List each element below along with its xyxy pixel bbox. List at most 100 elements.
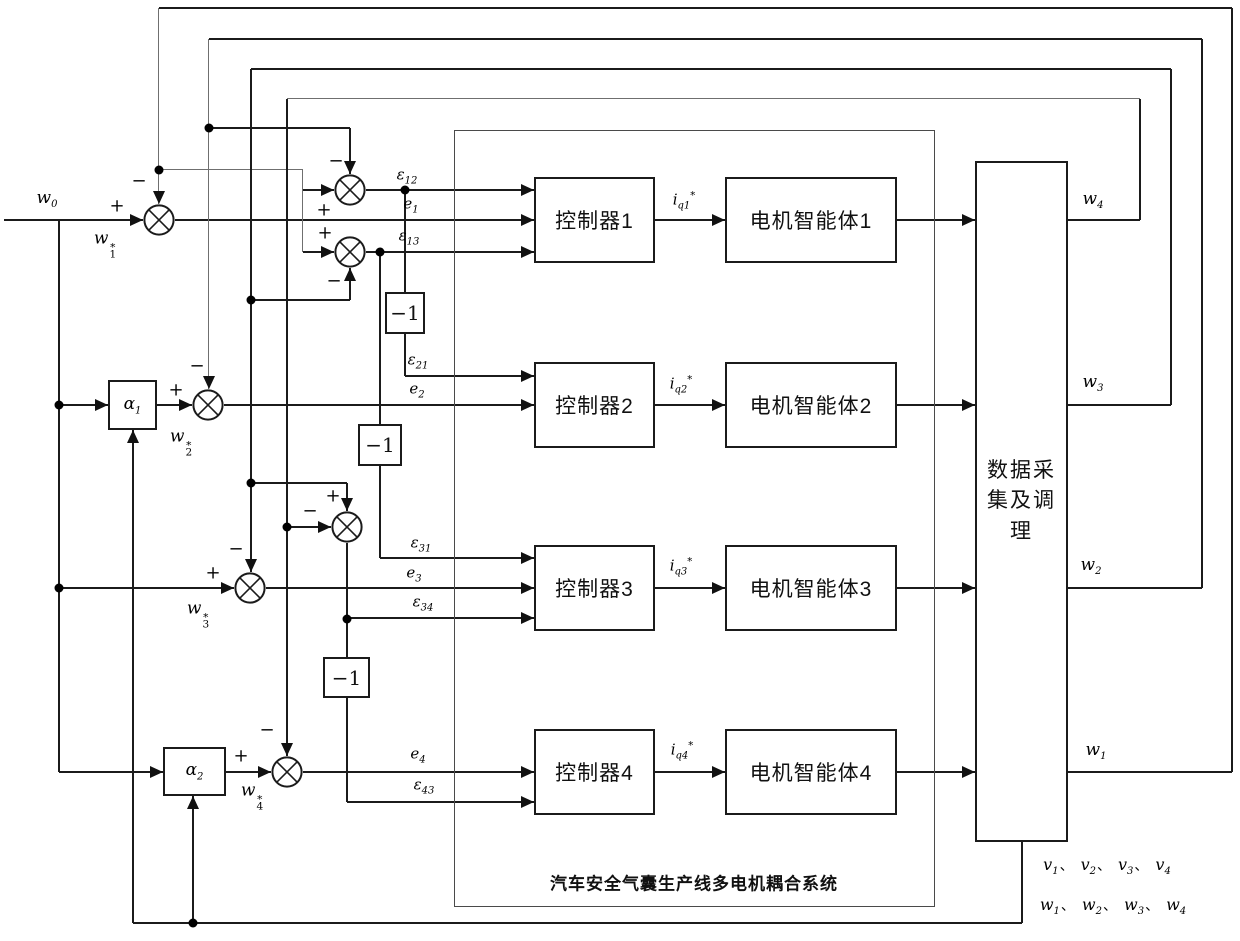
w1-out-label: w1 (1085, 739, 1107, 763)
motor-agent-3-box: 电机智能体3 (725, 545, 897, 631)
wire (209, 38, 1202, 40)
eps12-label: ε12 (396, 165, 418, 187)
wire (897, 771, 975, 773)
minus-sign: − (189, 355, 205, 377)
motor-agent-3-label: 电机智能体3 (749, 578, 873, 601)
plus-sign: + (168, 379, 184, 401)
data-acquisition-label-line: 数据采 (987, 458, 1056, 482)
arrowhead-right (712, 582, 725, 594)
eps43-label: ε43 (413, 775, 435, 797)
w4-out-label: w4 (1082, 188, 1104, 212)
system-boundary-box (454, 130, 935, 907)
arrowhead-down (153, 191, 165, 204)
arrowhead-right (95, 399, 108, 411)
w1-ref-label: w*1 (93, 228, 117, 260)
wire (208, 39, 209, 389)
gain-alpha1-box: α1 (108, 380, 157, 430)
arrowhead-right (258, 766, 271, 778)
junction-dot (188, 918, 198, 928)
summing-junction-5 (192, 389, 224, 421)
summing-junction-3 (334, 236, 366, 268)
arrowhead-up (187, 796, 199, 809)
arrowhead-right (521, 552, 534, 564)
wire (303, 189, 334, 191)
wire (346, 483, 348, 511)
arrowhead-right (318, 521, 331, 533)
wire (349, 128, 351, 174)
wire (349, 268, 351, 300)
inverter-label: −1 (390, 301, 420, 325)
arrowhead-down (203, 376, 215, 389)
arrowhead-right (712, 399, 725, 411)
wire (4, 219, 143, 221)
motor-agent-4-box: 电机智能体4 (725, 729, 897, 815)
wire (157, 404, 192, 406)
wire (251, 299, 350, 301)
wire (366, 189, 534, 191)
wire (347, 617, 534, 619)
wire (250, 69, 252, 572)
arrowhead-right (521, 796, 534, 808)
minus-sign: − (131, 170, 147, 192)
controller-2-label: 控制器2 (555, 395, 634, 418)
controller-1-label: 控制器1 (555, 210, 634, 233)
arrowhead-right (712, 766, 725, 778)
wire (1068, 219, 1140, 221)
wire (159, 169, 303, 170)
w3-ref-label: w*3 (186, 598, 210, 630)
arrowhead-right (521, 370, 534, 382)
iq2-label: iq2* (669, 374, 693, 396)
controller-4-label: 控制器4 (555, 762, 634, 785)
wire (405, 375, 534, 377)
wire (303, 251, 334, 253)
w-outputs-list: w1、w2、w3、w4 (1039, 894, 1187, 918)
summing-junction-1 (143, 204, 175, 236)
wire (209, 127, 350, 129)
wire (58, 220, 60, 772)
minus-sign: − (328, 150, 344, 172)
arrowhead-right (712, 214, 725, 226)
arrowhead-down (245, 559, 257, 572)
wire (1139, 99, 1141, 220)
wire (287, 98, 1140, 99)
wire (286, 99, 288, 756)
plus-sign: + (316, 199, 332, 221)
inverter-block-2: −1 (358, 424, 402, 466)
eps21-label: ε21 (407, 350, 429, 372)
minus-sign: − (259, 719, 275, 741)
wire (59, 404, 108, 406)
gain-alpha1-label: α1 (123, 393, 142, 417)
wire (379, 252, 381, 424)
arrowhead-right (962, 214, 975, 226)
eps31-label: ε31 (410, 533, 432, 555)
inverter-block-3: −1 (323, 657, 370, 698)
arrowhead-right (321, 246, 334, 258)
plus-sign: + (205, 562, 221, 584)
motor-agent-2-box: 电机智能体2 (725, 362, 897, 448)
motor-agent-1-label: 电机智能体1 (749, 210, 873, 233)
controller-1-box: 控制器1 (534, 177, 655, 263)
data-acquisition-box: 数据采集及调理 (975, 161, 1068, 842)
controller-2-box: 控制器2 (534, 362, 655, 448)
wire (1170, 69, 1172, 405)
e4-label: e4 (410, 744, 426, 766)
wire (59, 771, 163, 773)
wire (287, 526, 331, 528)
wire (380, 557, 534, 559)
gain-alpha2-label: α2 (185, 760, 204, 783)
summing-junction-2 (334, 174, 366, 206)
iq1-label: iq1* (672, 190, 696, 212)
arrowhead-right (130, 214, 143, 226)
wire (302, 170, 303, 252)
plus-sign: + (233, 745, 249, 767)
controller-3-label: 控制器3 (555, 578, 634, 601)
e1-label: e1 (403, 194, 419, 216)
wire (303, 771, 534, 773)
junction-dot (400, 185, 410, 195)
arrowhead-right (962, 399, 975, 411)
wire (133, 922, 1022, 924)
w2-ref-label: w*2 (169, 426, 193, 458)
arrowhead-right (179, 399, 192, 411)
arrowhead-down (344, 161, 356, 174)
